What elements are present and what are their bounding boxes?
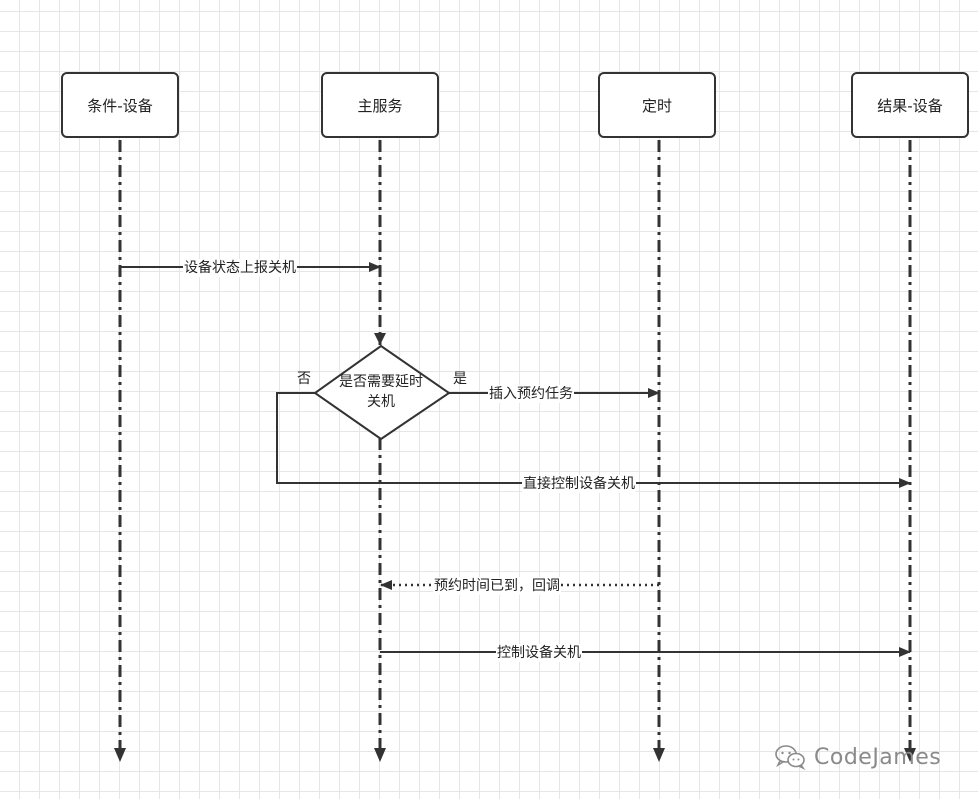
lifeline-end-arrow [114, 748, 126, 762]
actor-condition-device: 条件-设备 [61, 72, 179, 138]
label-insert-task: 插入预约任务 [488, 385, 574, 403]
label-control-shutdown: 控制设备关机 [496, 644, 582, 662]
label-decision-no: 否 [297, 371, 311, 387]
lifeline-arrowheads [114, 748, 916, 762]
lifeline-end-arrow [904, 748, 916, 762]
lifeline-end-arrow [374, 748, 386, 762]
arrow-into-decision [374, 333, 386, 345]
label-direct-shutdown: 直接控制设备关机 [522, 475, 636, 493]
actor-main-service: 主服务 [321, 72, 439, 138]
watermark-text: CodeJames [814, 744, 942, 770]
wechat-icon [775, 745, 806, 770]
label-report-shutdown: 设备状态上报关机 [183, 259, 297, 277]
actor-timer: 定时 [598, 72, 716, 138]
watermark: CodeJames [774, 744, 941, 770]
label-decision-yes: 是 [453, 371, 467, 387]
lifeline-end-arrow [653, 748, 665, 762]
label-callback: 预约时间已到，回调 [433, 577, 561, 595]
actor-result-device: 结果-设备 [851, 72, 969, 138]
decision-text: 是否需要延时关机 [339, 374, 423, 410]
decision-diamond [313, 344, 451, 441]
